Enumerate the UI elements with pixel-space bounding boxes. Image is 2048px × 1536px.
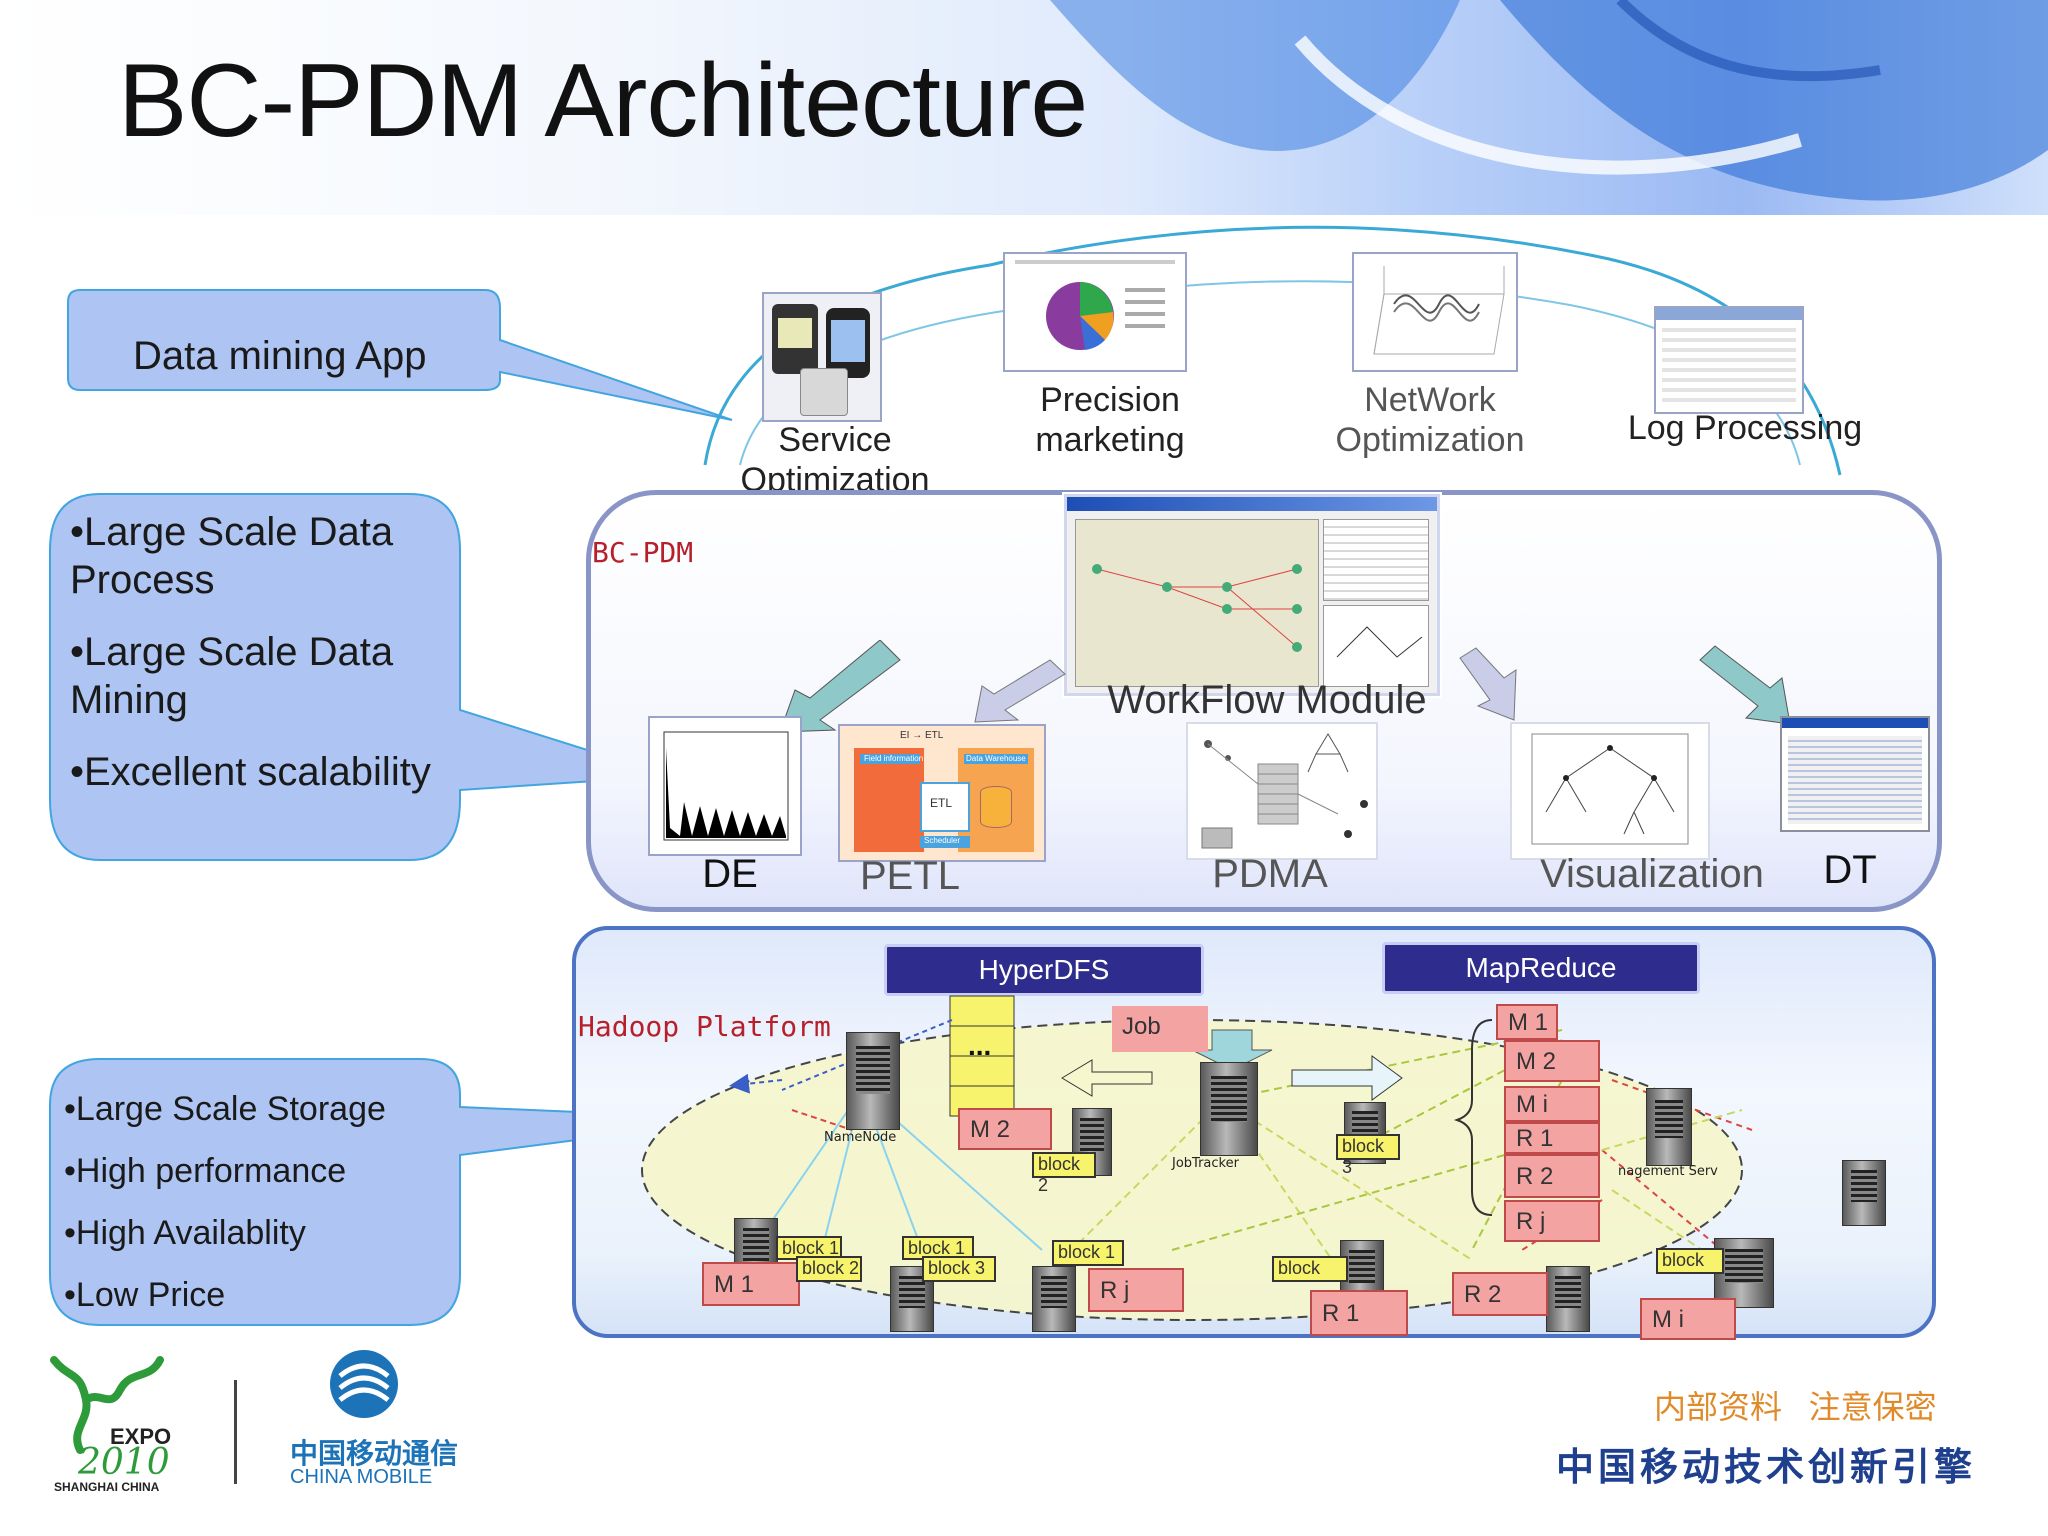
page-title: BC-PDM Architecture (118, 43, 1088, 159)
module-label-de: DE (702, 852, 758, 896)
callout-platform-shape (49, 493, 671, 861)
dt-thumbnail (1780, 716, 1930, 832)
petl-left-label: Field information (864, 754, 924, 763)
block-label: block 2 (796, 1256, 862, 1282)
management-label: nagement Serv (1618, 1164, 1718, 1179)
expo-city: SHANGHAI CHINA (54, 1480, 160, 1494)
china-mobile-logo-icon (330, 1350, 398, 1418)
module-label-dt: DT (1823, 848, 1877, 892)
job-box: Job (1112, 1006, 1208, 1052)
petl-thumbnail: EI → ETL Field information Data Warehous… (838, 724, 1046, 862)
hadoop-bullet-2: •High performance (64, 1152, 347, 1190)
footer-divider (234, 1380, 237, 1484)
hadoop-bullet-1: •Large Scale Storage (64, 1090, 386, 1128)
task-rj: R j (1088, 1268, 1184, 1312)
petl-mid-label: ETL (930, 796, 953, 810)
jobtracker-label: JobTracker (1172, 1156, 1239, 1171)
platform-bullet-1: •Large Scale Data Process (70, 510, 394, 602)
block-label: block 3 (922, 1256, 996, 1282)
mr-stack-rj: R j (1504, 1200, 1600, 1242)
de-thumbnail (648, 716, 802, 856)
log-window-icon (1656, 308, 1802, 320)
server-node-icon (1842, 1160, 1886, 1226)
module-label-pdma: PDMA (1212, 852, 1328, 896)
pdma-thumbnail (1186, 722, 1378, 860)
app-thumb-service (762, 292, 882, 422)
module-label-visualization: Visualization (1540, 852, 1764, 896)
app-thumb-network (1352, 252, 1518, 372)
callout-app-text: Data mining App (133, 334, 427, 378)
workflow-arrows (779, 640, 1791, 733)
server-node-icon (1714, 1238, 1774, 1308)
server-node-icon (1546, 1266, 1590, 1332)
expo-year: 2010 (78, 1442, 170, 1483)
expo-logo-text: EXPO (110, 1424, 172, 1449)
mr-stack-mi: M i (1504, 1086, 1600, 1122)
task-mi: M i (1640, 1298, 1736, 1340)
callout-app-shape (67, 289, 733, 421)
server-node-icon (1032, 1266, 1076, 1332)
hyperdfs-header: HyperDFS (884, 944, 1204, 996)
app-thumb-log (1654, 306, 1804, 414)
china-mobile-cn: 中国移动通信 (290, 1438, 459, 1469)
mr-stack-m2: M 2 (1504, 1040, 1600, 1082)
app-label-network: NetWork Optimization (1335, 381, 1525, 459)
petl-right-label: Data Warehouse (966, 754, 1026, 763)
hadoop-tag: Hadoop Platform (578, 1010, 831, 1043)
app-label-service: Service Optimization (740, 421, 930, 499)
pie-chart-icon (1046, 282, 1165, 350)
workflow-label: WorkFlow Module (1107, 678, 1427, 722)
hadoop-bullet-4: •Low Price (64, 1276, 226, 1314)
slogan: 中国移动技术创新引擎 (1556, 1447, 1977, 1489)
hyperdfs-dots: ... (968, 1030, 992, 1061)
management-server-icon (1646, 1088, 1692, 1166)
task-r1: R 1 (1310, 1290, 1408, 1336)
block-label: block (1272, 1256, 1348, 1282)
block-label: block 1 (1052, 1240, 1124, 1266)
workflow-screenshot (1064, 494, 1440, 696)
spike-chart-icon (663, 731, 789, 841)
hadoop-bullet-3: •High Availablity (64, 1214, 306, 1252)
database-icon (980, 786, 1012, 828)
header-banner (0, 0, 2048, 215)
app-thumb-precision (1003, 252, 1187, 372)
block-label: block (1656, 1248, 1724, 1274)
tree-diagram-icon (1531, 733, 1689, 845)
block-label: block 2 (1032, 1152, 1096, 1195)
china-mobile-en: CHINA MOBILE (290, 1466, 433, 1488)
confidential-note: 内部资料 注意保密 (1654, 1389, 1937, 1425)
3d-plot-icon (1373, 266, 1505, 355)
mr-stack-r2: R 2 (1504, 1154, 1600, 1198)
petl-top-label: EI → ETL (900, 730, 944, 741)
bcpdm-tag: BC-PDM (592, 536, 694, 569)
expo-logo-graphic (50, 1356, 164, 1454)
mapreduce-header: MapReduce (1382, 942, 1700, 994)
callout-hadoop-shape (49, 1058, 741, 1326)
app-label-precision: Precision marketing (1035, 381, 1185, 459)
task-m1: M 1 (702, 1262, 800, 1306)
module-label-petl: PETL (859, 854, 961, 898)
platform-bullet-2: •Large Scale Data Mining (70, 630, 394, 722)
task-m2: M 2 (958, 1108, 1052, 1150)
server-node-icon (890, 1266, 934, 1332)
header-swirl-graphic (1050, 0, 2048, 201)
visualization-thumbnail (1510, 722, 1710, 860)
namenode-server-icon (846, 1032, 900, 1130)
app-label-log: Log Processing (1627, 409, 1863, 447)
platform-bullet-3: •Excellent scalability (70, 750, 431, 794)
petl-bottom-label: Scheduler (924, 836, 961, 845)
block-label: block 3 (1336, 1134, 1400, 1177)
mr-stack-r1: R 1 (1504, 1122, 1600, 1154)
task-r2: R 2 (1452, 1272, 1548, 1316)
namenode-label: NameNode (824, 1130, 897, 1145)
jobtracker-server-icon (1200, 1062, 1258, 1156)
mr-stack-m1: M 1 (1496, 1004, 1558, 1040)
